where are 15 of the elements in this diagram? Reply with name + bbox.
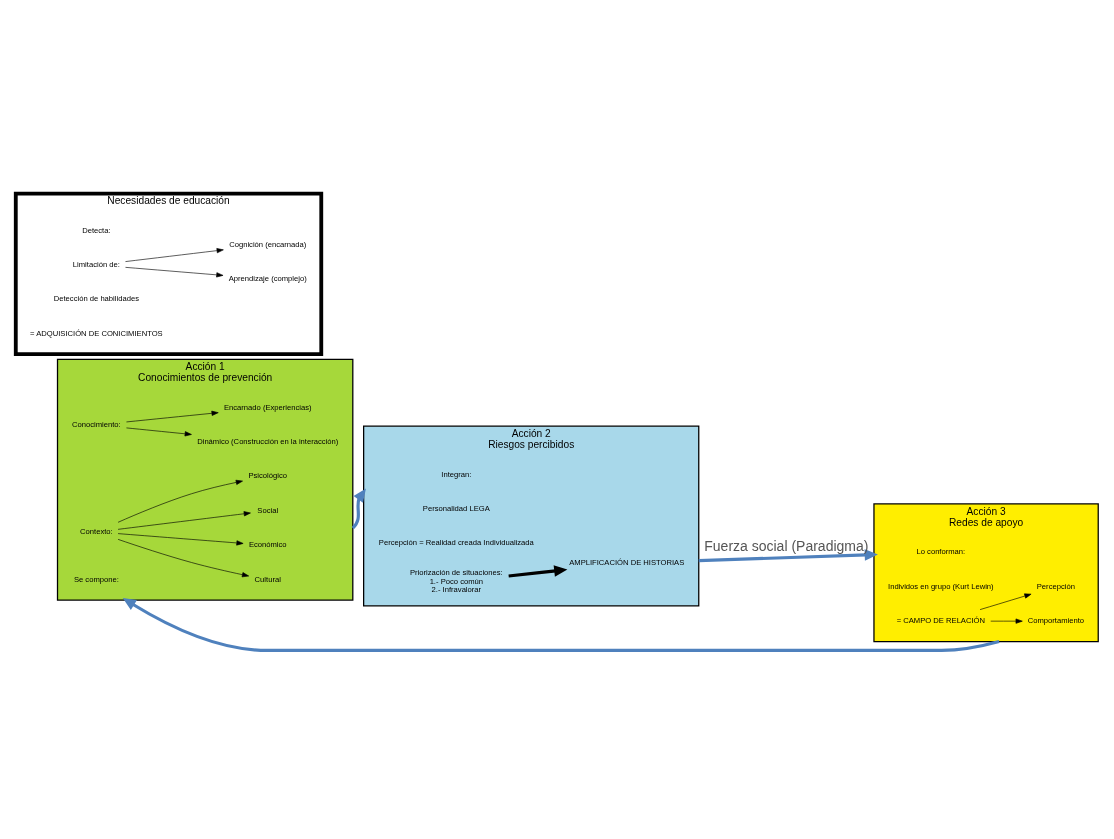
arrow	[979, 593, 1032, 610]
arrow	[990, 618, 1023, 624]
arrow	[117, 479, 243, 523]
arrow	[508, 565, 568, 578]
arrow	[126, 410, 219, 423]
arrow	[125, 248, 224, 262]
edge-label: Fuerza social (Paradigma)	[704, 538, 869, 555]
arrow	[125, 267, 224, 278]
arrow	[117, 511, 251, 530]
arrow	[117, 539, 249, 578]
arrow	[117, 533, 244, 546]
arrow	[698, 549, 878, 563]
arrow	[122, 598, 1000, 653]
arrow	[351, 488, 366, 530]
arrow	[126, 427, 192, 437]
